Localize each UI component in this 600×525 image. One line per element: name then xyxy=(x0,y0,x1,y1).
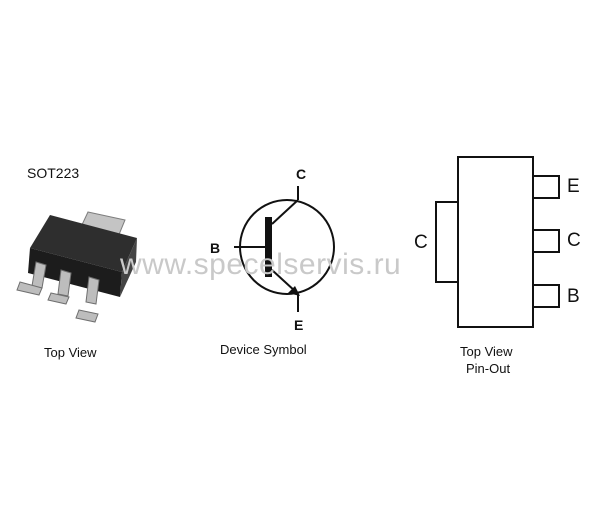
pinout-pin-3 xyxy=(532,284,560,308)
pinout-caption-line2: Pin-Out xyxy=(466,361,511,376)
pinout-body xyxy=(457,156,534,328)
pinout-pin-1-label: E xyxy=(567,176,580,197)
package-name: SOT223 xyxy=(27,165,80,181)
emitter-arrow xyxy=(288,286,300,296)
symbol-caption: Device Symbol xyxy=(220,342,307,357)
symbol-pin-base: B xyxy=(210,240,221,256)
package-caption: Top View xyxy=(44,345,97,360)
pinout-pin-3-label: B xyxy=(567,286,580,307)
pinout-caption-line1: Top View xyxy=(460,344,513,359)
package-body xyxy=(30,215,137,272)
pinout-tab xyxy=(435,201,459,283)
pinout-pin-2-label: C xyxy=(567,230,581,251)
pinout-tab-label: C xyxy=(414,232,428,253)
base-bar xyxy=(265,217,272,277)
emitter-line xyxy=(271,269,297,293)
pinout-pin-2 xyxy=(532,229,560,253)
package-leads xyxy=(16,261,100,323)
pinout-pin-1 xyxy=(532,175,560,199)
symbol-pin-collector: C xyxy=(296,166,307,182)
symbol-pin-emitter: E xyxy=(294,317,304,333)
collector-line xyxy=(271,199,299,225)
watermark-text: www.specelservis.ru xyxy=(120,248,402,281)
